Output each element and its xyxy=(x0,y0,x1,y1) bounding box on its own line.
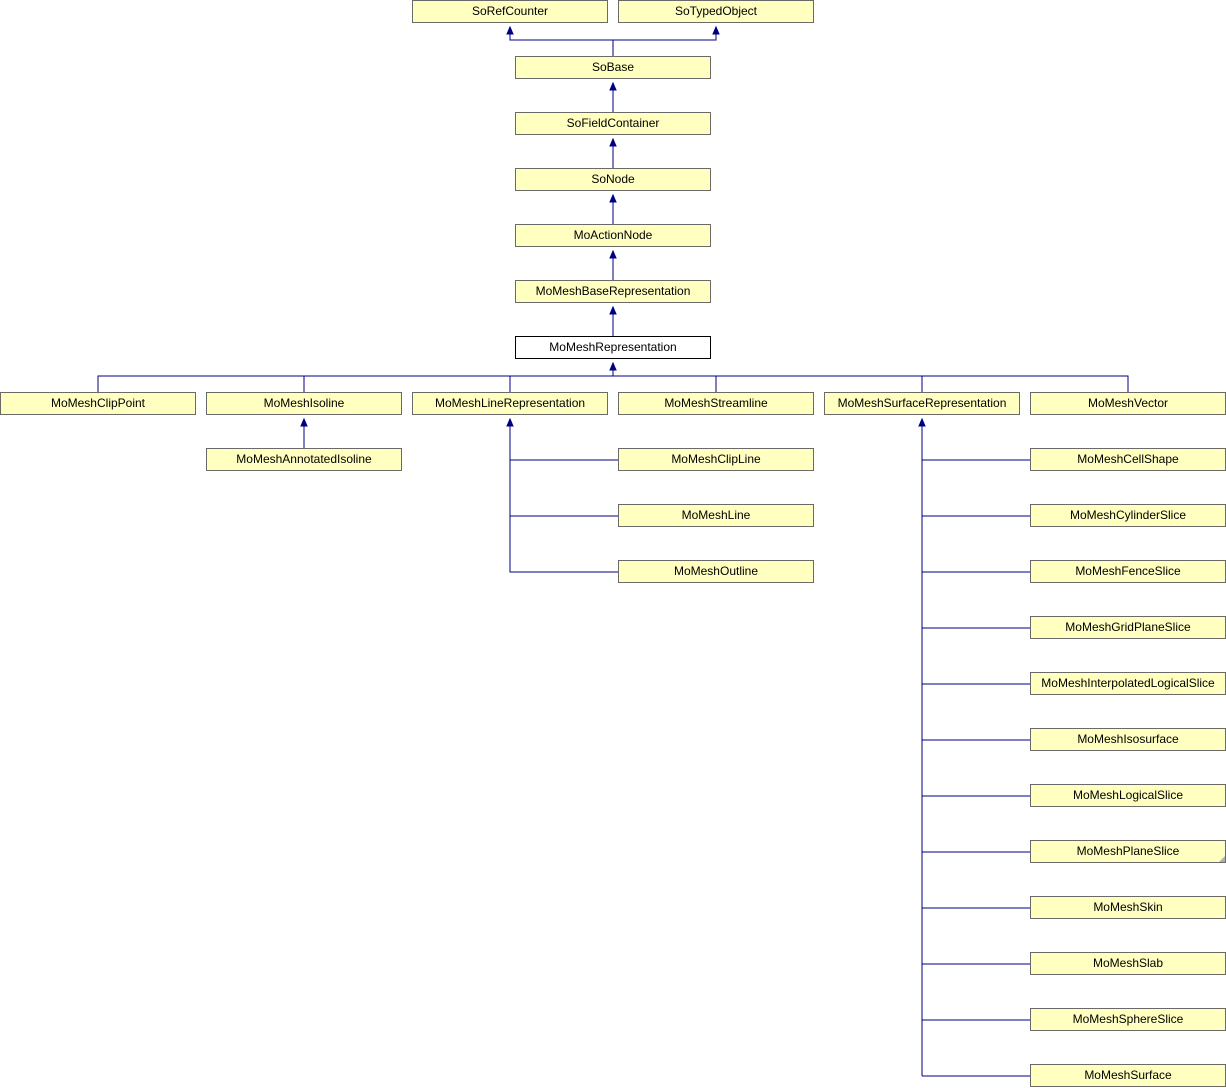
class-node-momeshslab[interactable]: MoMeshSlab xyxy=(1030,952,1226,975)
class-node-moactionnode[interactable]: MoActionNode xyxy=(515,224,711,247)
class-node-box xyxy=(0,392,196,415)
inheritance-arrowhead xyxy=(609,361,617,371)
class-node-sorefcounter[interactable]: SoRefCounter xyxy=(412,0,608,23)
inheritance-arrowhead xyxy=(712,25,720,35)
class-node-label: MoMeshLine xyxy=(682,508,751,522)
class-node-label: MoMeshVector xyxy=(1088,396,1168,410)
class-node-label: SoRefCounter xyxy=(472,4,548,18)
class-node-box xyxy=(515,168,711,191)
class-node-label: MoMeshGridPlaneSlice xyxy=(1065,620,1191,634)
inheritance-arrowhead xyxy=(609,305,617,315)
class-node-label: MoMeshRepresentation xyxy=(549,340,676,354)
class-node-momeshgridplaneslice[interactable]: MoMeshGridPlaneSlice xyxy=(1030,616,1226,639)
class-node-box xyxy=(515,280,711,303)
class-node-box xyxy=(618,392,814,415)
inheritance-arrowhead xyxy=(506,417,514,427)
class-node-label: MoActionNode xyxy=(574,228,653,242)
class-node-label: MoMeshClipLine xyxy=(671,452,761,466)
class-node-momeshsurface[interactable]: MoMeshSurface xyxy=(1030,1064,1226,1087)
class-node-momeshfenceslice[interactable]: MoMeshFenceSlice xyxy=(1030,560,1226,583)
class-node-momeshsphereslice[interactable]: MoMeshSphereSlice xyxy=(1030,1008,1226,1031)
inheritance-arrowhead xyxy=(506,25,514,35)
class-node-box xyxy=(206,392,402,415)
class-node-momeshclipline[interactable]: MoMeshClipLine xyxy=(618,448,814,471)
class-node-momeshcylinderslice[interactable]: MoMeshCylinderSlice xyxy=(1030,504,1226,527)
class-node-box xyxy=(618,448,814,471)
class-node-label: MoMeshSphereSlice xyxy=(1073,1012,1184,1026)
class-node-momeshlinerepresentation[interactable]: MoMeshLineRepresentation xyxy=(412,392,608,415)
class-node-box xyxy=(515,336,711,359)
class-node-sofieldcontainer[interactable]: SoFieldContainer xyxy=(515,112,711,135)
inheritance-arrowhead xyxy=(609,137,617,147)
inheritance-edge xyxy=(509,419,618,573)
class-node-label: MoMeshIsoline xyxy=(264,396,345,410)
class-node-label: SoBase xyxy=(592,60,634,74)
class-node-momeshbaserepresentation[interactable]: MoMeshBaseRepresentation xyxy=(515,280,711,303)
inheritance-arrowhead xyxy=(609,249,617,259)
folded-corner-icon xyxy=(1219,856,1225,862)
class-node-label: MoMeshCellShape xyxy=(1077,452,1179,466)
class-node-momeshline[interactable]: MoMeshLine xyxy=(618,504,814,527)
class-node-label: MoMeshIsosurface xyxy=(1077,732,1179,746)
class-node-label: MoMeshSkin xyxy=(1093,900,1162,914)
inheritance-edges xyxy=(97,25,1129,1077)
class-node-box xyxy=(515,56,711,79)
class-node-momeshvector[interactable]: MoMeshVector xyxy=(1030,392,1226,415)
class-node-label: MoMeshBaseRepresentation xyxy=(536,284,691,298)
class-node-label: MoMeshLogicalSlice xyxy=(1073,788,1183,802)
class-node-box xyxy=(206,448,402,471)
class-node-label: MoMeshCylinderSlice xyxy=(1070,508,1186,522)
class-node-momeshannotatedisoline[interactable]: MoMeshAnnotatedIsoline xyxy=(206,448,402,471)
class-node-momeshoutline[interactable]: MoMeshOutline xyxy=(618,560,814,583)
class-node-momeshskin[interactable]: MoMeshSkin xyxy=(1030,896,1226,919)
class-node-label: MoMeshPlaneSlice xyxy=(1077,844,1180,858)
class-node-label: MoMeshStreamline xyxy=(664,396,768,410)
class-node-momeshsurfacerepresentation[interactable]: MoMeshSurfaceRepresentation xyxy=(824,392,1020,415)
class-node-label: MoMeshSurfaceRepresentation xyxy=(838,396,1007,410)
class-node-label: MoMeshInterpolatedLogicalSlice xyxy=(1041,676,1215,690)
class-node-label: SoFieldContainer xyxy=(567,116,660,130)
class-node-momeshinterpolatedlogicalslice[interactable]: MoMeshInterpolatedLogicalSlice xyxy=(1030,672,1226,695)
class-node-momeshisoline[interactable]: MoMeshIsoline xyxy=(206,392,402,415)
inheritance-edge xyxy=(97,375,1129,392)
class-node-sotypedobject[interactable]: SoTypedObject xyxy=(618,0,814,23)
class-node-momeshstreamline[interactable]: MoMeshStreamline xyxy=(618,392,814,415)
class-node-sonode[interactable]: SoNode xyxy=(515,168,711,191)
class-node-momeshplaneslice[interactable]: MoMeshPlaneSlice xyxy=(1030,840,1226,863)
inheritance-arrowhead xyxy=(300,417,308,427)
class-node-box xyxy=(515,224,711,247)
class-node-label: MoMeshClipPoint xyxy=(51,396,146,410)
class-node-box xyxy=(412,392,608,415)
inheritance-arrowhead xyxy=(609,193,617,203)
inheritance-edge xyxy=(613,27,717,41)
class-node-momeshlogicalslice[interactable]: MoMeshLogicalSlice xyxy=(1030,784,1226,807)
class-node-box xyxy=(618,560,814,583)
class-node-box xyxy=(824,392,1020,415)
class-node-label: MoMeshOutline xyxy=(674,564,758,578)
class-node-box xyxy=(515,112,711,135)
class-node-momeshclippoint[interactable]: MoMeshClipPoint xyxy=(0,392,196,415)
class-node-label: MoMeshSurface xyxy=(1084,1068,1172,1082)
class-node-box xyxy=(618,504,814,527)
class-node-momeshcellshape[interactable]: MoMeshCellShape xyxy=(1030,448,1226,471)
class-node-box xyxy=(412,0,608,23)
class-node-sobase[interactable]: SoBase xyxy=(515,56,711,79)
class-node-label: SoTypedObject xyxy=(675,4,758,18)
class-node-label: MoMeshSlab xyxy=(1093,956,1163,970)
class-node-label: SoNode xyxy=(591,172,635,186)
inheritance-edge xyxy=(509,27,614,56)
inheritance-arrowhead xyxy=(918,417,926,427)
inheritance-arrowhead xyxy=(609,81,617,91)
class-node-box xyxy=(618,0,814,23)
class-node-label: MoMeshFenceSlice xyxy=(1075,564,1181,578)
class-node-label: MoMeshLineRepresentation xyxy=(435,396,585,410)
class-node-momeshisosurface[interactable]: MoMeshIsosurface xyxy=(1030,728,1226,751)
class-node-label: MoMeshAnnotatedIsoline xyxy=(236,452,372,466)
class-node-momeshrepresentation[interactable]: MoMeshRepresentation xyxy=(515,336,711,359)
